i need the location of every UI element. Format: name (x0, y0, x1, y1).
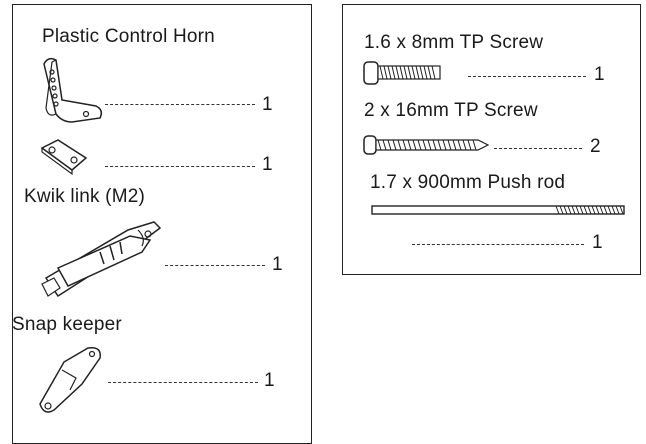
push-rod-qty: 1 (592, 232, 603, 253)
snap-keeper-icon (39, 346, 101, 413)
snap-keeper-label: Snap keeper (12, 314, 122, 335)
leader-line (494, 148, 582, 149)
leader-line (108, 382, 258, 383)
kwik-link-qty: 1 (272, 254, 283, 275)
push-rod-label: 1.7 x 900mm Push rod (370, 172, 566, 193)
leader-line (105, 104, 255, 105)
parts-panel-right (342, 4, 641, 275)
leader-line (105, 166, 255, 167)
leader-line (165, 265, 265, 266)
control-horn-label: Plastic Control Horn (42, 26, 215, 47)
short-screw-qty: 1 (594, 64, 605, 85)
leader-line (468, 76, 586, 77)
short-screw-icon (363, 61, 441, 85)
control-horn-icon (43, 57, 103, 123)
kwik-link-icon (41, 221, 162, 298)
long-screw-qty: 2 (590, 136, 601, 157)
long-screw-label: 2 x 16mm TP Screw (364, 100, 538, 121)
control-horn-plate-icon (40, 139, 88, 176)
leader-line (412, 244, 584, 245)
control-horn-plate-qty: 1 (262, 154, 273, 175)
control-horn-qty: 1 (262, 94, 273, 115)
kwik-link-label: Kwik link (M2) (24, 186, 146, 207)
push-rod-icon (371, 205, 625, 215)
snap-keeper-qty: 1 (264, 370, 275, 391)
short-screw-label: 1.6 x 8mm TP Screw (364, 32, 544, 53)
long-screw-icon (363, 135, 490, 155)
